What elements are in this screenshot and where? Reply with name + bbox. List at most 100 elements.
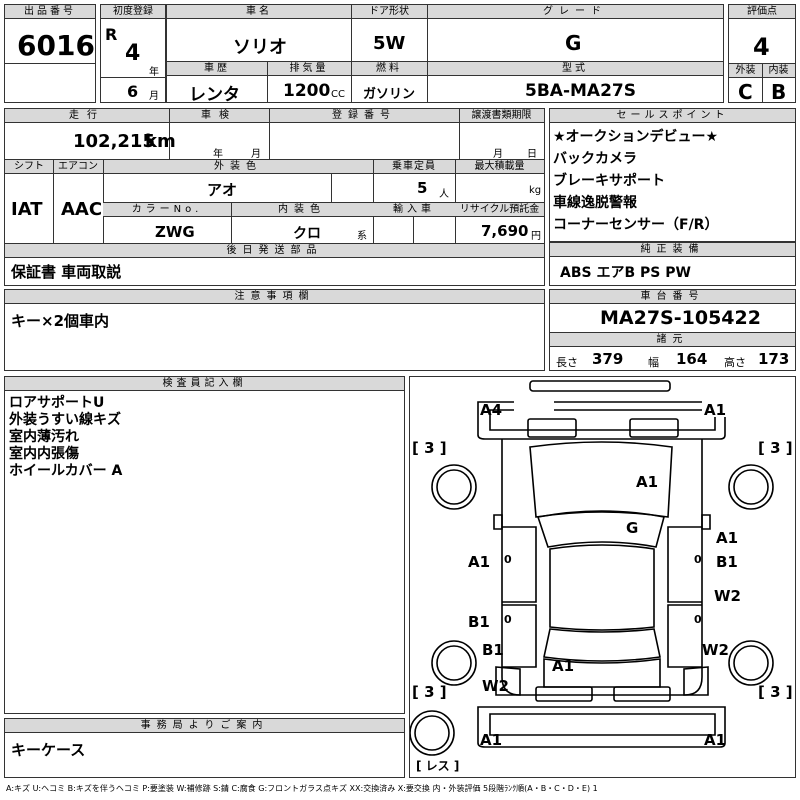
tire-fl-value: 3	[424, 439, 435, 457]
mark-r-fender-2: B1	[716, 553, 738, 571]
equip-box: 純正装備 ABS エアB PS PW	[549, 242, 796, 286]
length: 379	[592, 350, 624, 368]
equip-label: 純正装備	[550, 243, 795, 257]
sales-point: バックカメラ	[553, 151, 637, 167]
shaken-month-unit: 月	[251, 149, 261, 160]
model-label: 型式	[427, 62, 723, 76]
shaken-year-unit: 年	[213, 149, 223, 160]
tire-fl: [ 3 ]	[412, 439, 447, 457]
mark-r-fender-1: A1	[716, 529, 739, 547]
int-color-unit: 系	[357, 231, 367, 242]
mid-div-9	[231, 202, 232, 243]
height: 173	[758, 350, 790, 368]
mid-line-1	[5, 159, 544, 160]
lot-box: 出品番号 6016	[4, 4, 96, 103]
mark-r-rear-door: W2	[702, 641, 729, 659]
load-label: 最大積載量	[455, 160, 544, 174]
recycle-unit: 円	[531, 231, 541, 242]
reg-label: 初度登録	[101, 5, 165, 19]
mileage-unit: km	[145, 131, 176, 152]
later-label: 後日発送部品	[5, 244, 544, 258]
lot-divider	[5, 63, 95, 64]
score-label: 評価点	[729, 5, 795, 19]
ext-score: C	[738, 80, 753, 104]
int-color-label: 内装色	[231, 203, 373, 217]
inspector-box: 検査員記入欄 ロアサポートU 外装うすい線キズ 室内薄汚れ 室内内張傷 ホイール…	[4, 376, 405, 714]
mark-rl-bumper: A1	[480, 731, 503, 749]
mark-r-front-door-small: 0	[694, 553, 702, 566]
reg-no-label: 登録番号	[269, 109, 459, 123]
sales-box: セールスポイント ★オークションデビュー★ バックカメラ ブレーキサポート 車線…	[549, 108, 796, 242]
disp-unit: CC	[331, 89, 345, 100]
mid-div-8	[331, 173, 332, 202]
tire-rl: [ 3 ]	[412, 683, 447, 701]
shift: IAT	[11, 199, 43, 220]
fuel-label: 燃料	[351, 62, 427, 76]
int-score: B	[771, 80, 787, 104]
interior-color: クロ	[293, 226, 321, 242]
mark-r-front-door: W2	[714, 587, 741, 605]
reg-year: 4	[125, 41, 141, 66]
length-label: 長さ	[556, 356, 578, 369]
width-label: 幅	[648, 356, 659, 369]
color-label: 外装色	[103, 160, 373, 174]
capacity-label: 乗車定員	[373, 160, 455, 174]
mid-line-3	[5, 243, 544, 244]
score-box: 評価点 4 外装 内装 C B	[728, 4, 796, 104]
mid-div-1	[169, 109, 170, 159]
ext-label: 外装	[729, 64, 762, 78]
score-divider-v	[762, 63, 763, 103]
reg-month: 6	[127, 82, 139, 101]
height-label: 高さ	[724, 356, 746, 369]
mid-div-4	[53, 159, 54, 243]
exterior-color: アオ	[207, 181, 238, 199]
sales-point: コーナーセンサー（F/R）	[553, 217, 719, 233]
ac: AAC	[61, 199, 103, 220]
mileage: 102,215	[73, 131, 155, 152]
tire-rr: [ 3 ]	[758, 683, 793, 701]
car-outline	[410, 380, 774, 756]
caution-box: 注意事項欄 キー×2個車内	[4, 289, 545, 371]
spare-tire-value: レス	[425, 759, 450, 773]
sales-point: 車線逸脱警報	[553, 195, 637, 211]
spare-tire: [ レス ]	[416, 759, 460, 773]
inspector-line: 室内薄汚れ	[9, 429, 79, 445]
history-label: 車歴	[167, 62, 267, 76]
sales-points: ★オークションデビュー★ バックカメラ ブレーキサポート 車線逸脱警報 コーナー…	[553, 129, 718, 234]
reg-month-unit: 月	[149, 91, 159, 102]
later-parts: 保証書 車両取説	[11, 263, 122, 281]
office-text: キーケース	[11, 741, 86, 759]
mid-div-10	[413, 216, 414, 243]
shaken-label: 車検	[169, 109, 269, 123]
chassis-label: 車台番号	[550, 290, 795, 304]
transfer-label: 譲渡書類期限	[459, 109, 544, 123]
legend: A:キズ U:ヘコミ B:キズを伴うヘコミ P:要塗装 W:補修跡 S:錆 C:…	[6, 784, 598, 793]
int-label: 内装	[762, 64, 795, 78]
lot-number: 6016	[17, 29, 95, 62]
mark-l-rear-door: B1	[468, 613, 490, 631]
mark-windshield: G	[626, 519, 639, 537]
mid-div-7	[455, 159, 456, 243]
transfer-day-unit: 日	[527, 149, 537, 160]
score: 4	[753, 33, 770, 61]
color-no: ZWG	[155, 223, 195, 241]
tire-fr: [ 3 ]	[758, 439, 793, 457]
car-divider-2	[427, 5, 428, 61]
mark-l-front-door: A1	[468, 553, 491, 571]
reg-divider	[101, 77, 165, 78]
car-divider-3	[267, 61, 268, 103]
recycle-label: リサイクル預託金	[455, 203, 544, 217]
mileage-label: 走行	[5, 109, 169, 123]
shift-label: シフト	[5, 160, 53, 174]
inspector-line: 室内内張傷	[9, 446, 79, 462]
color-no-label: カラーNo.	[103, 203, 231, 217]
transfer-month-unit: 月	[493, 149, 503, 160]
model: 5BA-MA27S	[525, 81, 636, 101]
inspector-line: ロアサポートU	[9, 395, 105, 411]
import-label: 輸入車	[373, 203, 455, 217]
disp-label: 排気量	[267, 62, 351, 76]
equipment: ABS エアB PS PW	[560, 265, 691, 281]
car-name: ソリオ	[233, 37, 287, 58]
tire-fr-value: 3	[770, 439, 781, 457]
history: レンタ	[189, 85, 240, 105]
